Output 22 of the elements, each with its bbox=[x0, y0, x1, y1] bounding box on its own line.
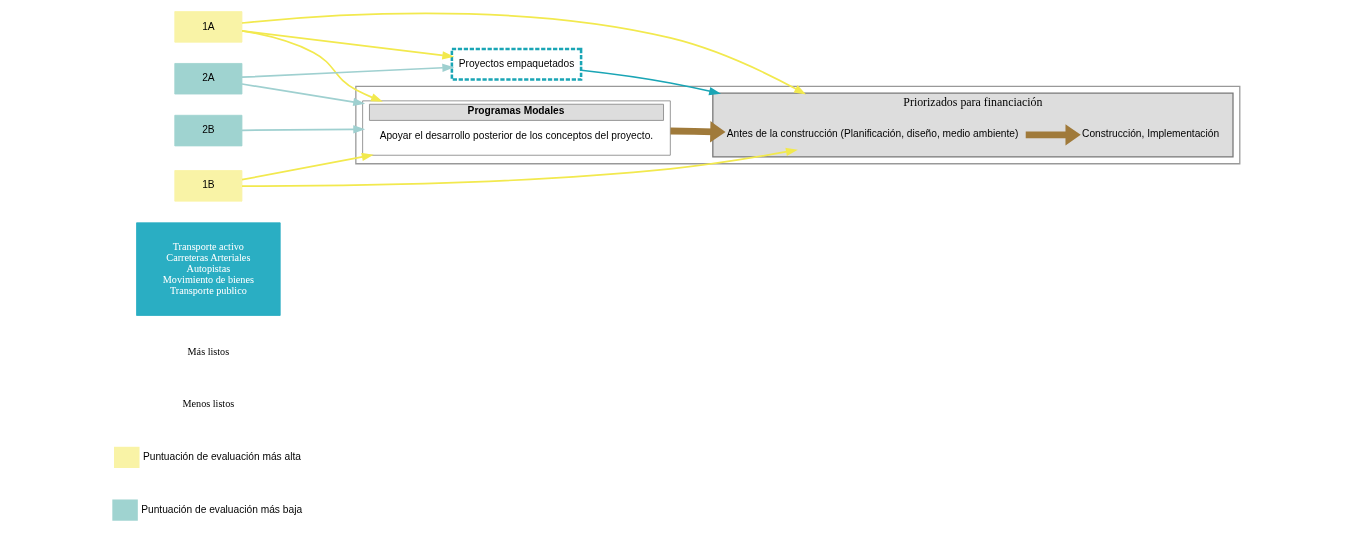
arrow bbox=[241, 29, 383, 102]
arrow bbox=[670, 121, 726, 143]
arrow bbox=[241, 63, 455, 79]
node-box: 1B bbox=[174, 170, 243, 202]
node-box: Transporte activo Carreteras Arteriales Autopistas Movimiento de bienes Transporte publico bbox=[136, 222, 281, 316]
arrow bbox=[580, 69, 722, 96]
arrow bbox=[1025, 124, 1081, 146]
arrow bbox=[241, 83, 366, 107]
label: Más listos bbox=[187, 346, 230, 358]
node-box: 2B bbox=[174, 114, 243, 147]
arrow bbox=[241, 12, 807, 95]
arrow bbox=[241, 152, 374, 181]
node-text: Antes de la construcción (Planificación, diseño, medio ambiente) bbox=[726, 128, 1019, 140]
arrow bbox=[241, 125, 366, 134]
arrow bbox=[241, 147, 798, 187]
node-text: Construcción, Implementación bbox=[1082, 128, 1220, 140]
legend-label: Puntuación de evaluación más alta bbox=[142, 451, 301, 463]
legend-label: Puntuación de evaluación más baja bbox=[141, 503, 303, 515]
label: Menos listos bbox=[182, 397, 235, 409]
node-box: Proyectos empaquetados bbox=[450, 47, 583, 81]
node-box: 2A bbox=[174, 63, 243, 95]
node-box: 1A bbox=[174, 11, 243, 43]
